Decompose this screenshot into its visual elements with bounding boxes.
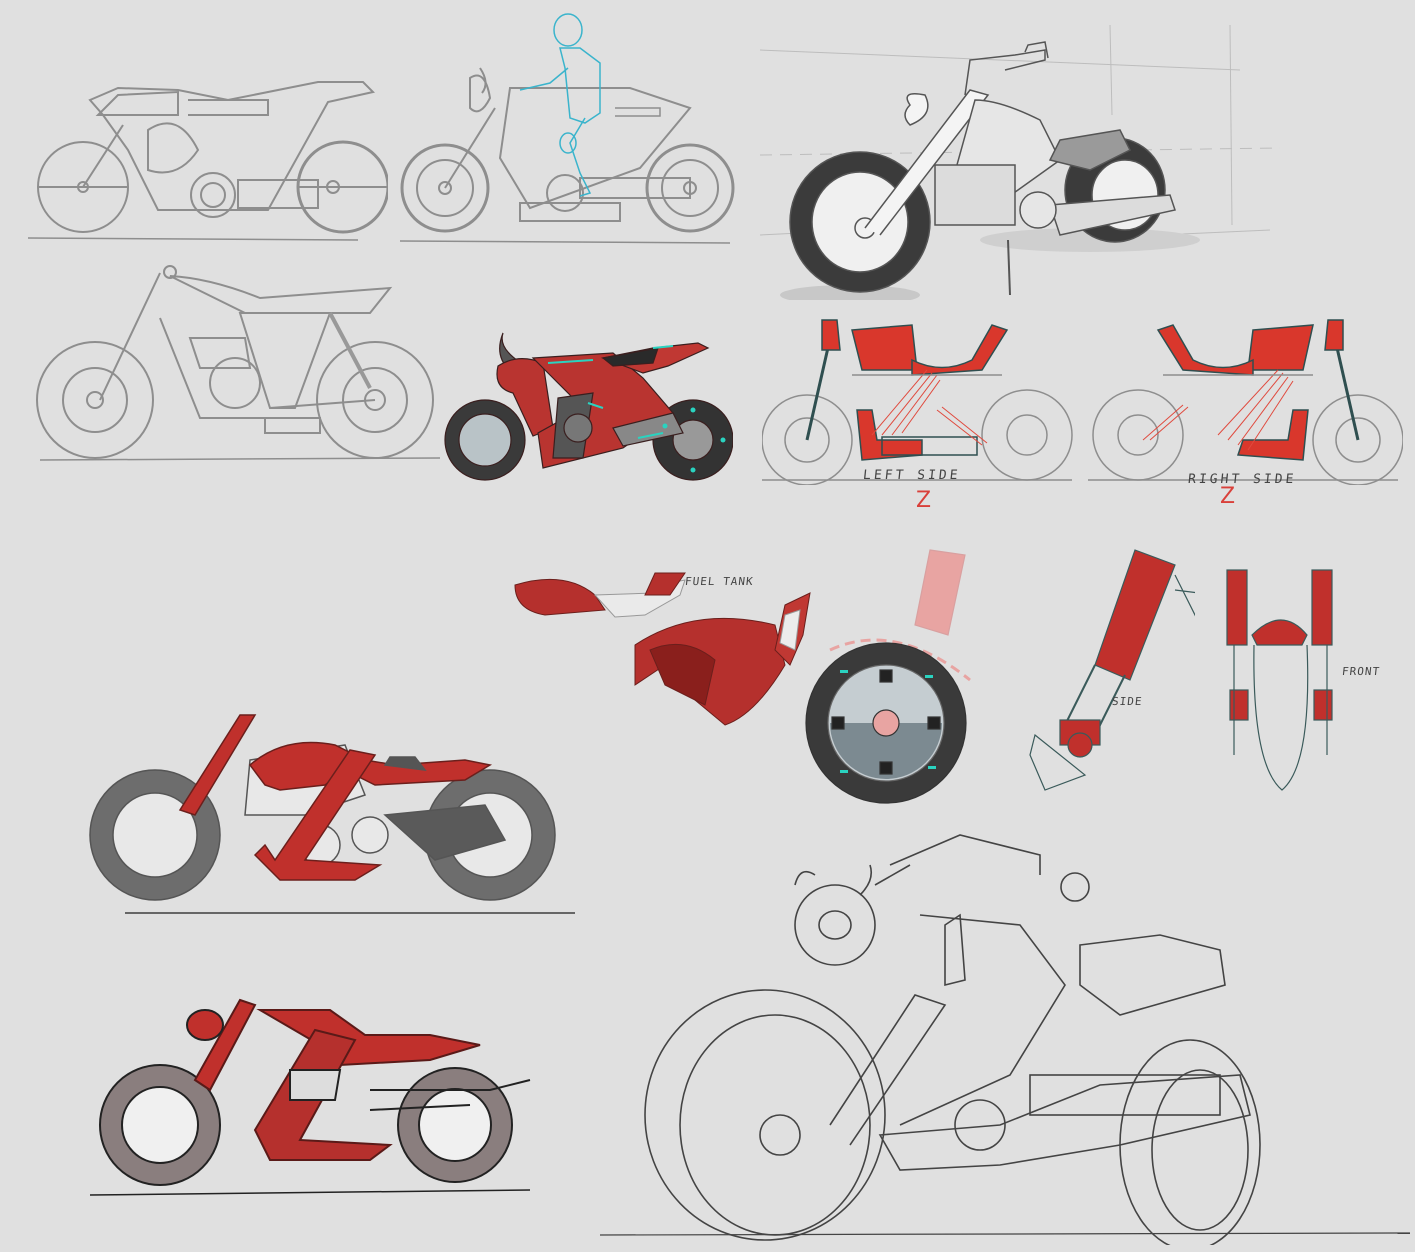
sketch-left-side-view (762, 315, 1077, 485)
sketch-fork-front-detail (1222, 565, 1342, 795)
sketch-red-z-cruiser (85, 685, 580, 920)
sketch-red-streetfighter (443, 318, 733, 488)
sketch-right-side-view (1088, 315, 1403, 485)
label-right-side: RIGHT SIDE (1187, 472, 1298, 487)
sketch-cruiser-perspective (760, 0, 1300, 300)
label-left-side: LEFT SIDE (862, 468, 962, 483)
label-front: FRONT (1341, 665, 1381, 678)
sketch-scrambler-frame (30, 258, 440, 468)
sketch-front-wheel-detail (800, 540, 990, 805)
sketch-sport-bike-rough (28, 70, 388, 245)
label-left-z: Z (916, 488, 932, 513)
sketch-red-z-cruiser-v2 (90, 950, 540, 1200)
label-right-z: Z (1220, 484, 1236, 509)
sketch-fork-side-detail (1025, 545, 1195, 795)
sketch-sport-bike-with-rider (400, 8, 740, 245)
label-side: SIDE (1111, 695, 1144, 708)
sketch-fuel-tank-detail (485, 565, 835, 730)
sketch-lineart-perspective (600, 825, 1410, 1245)
label-fuel-tank: FUEL TANK (684, 575, 755, 588)
